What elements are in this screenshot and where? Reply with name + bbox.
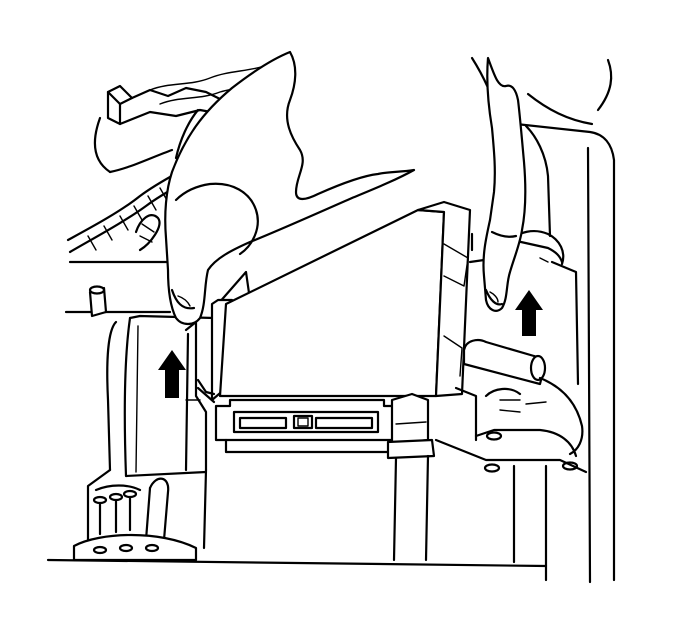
panel-edge — [64, 260, 178, 314]
retainer-strap — [386, 392, 436, 562]
right-bracket — [434, 230, 588, 568]
mounting-stud — [88, 285, 108, 318]
floor-panel — [46, 558, 548, 582]
right-hand — [482, 56, 527, 312]
left-hand — [164, 50, 416, 326]
module-connector — [214, 398, 396, 454]
lift-arrow-left — [158, 350, 186, 398]
lift-arrow-right — [515, 290, 543, 336]
control-module — [196, 200, 472, 404]
left-bracket — [72, 314, 216, 562]
